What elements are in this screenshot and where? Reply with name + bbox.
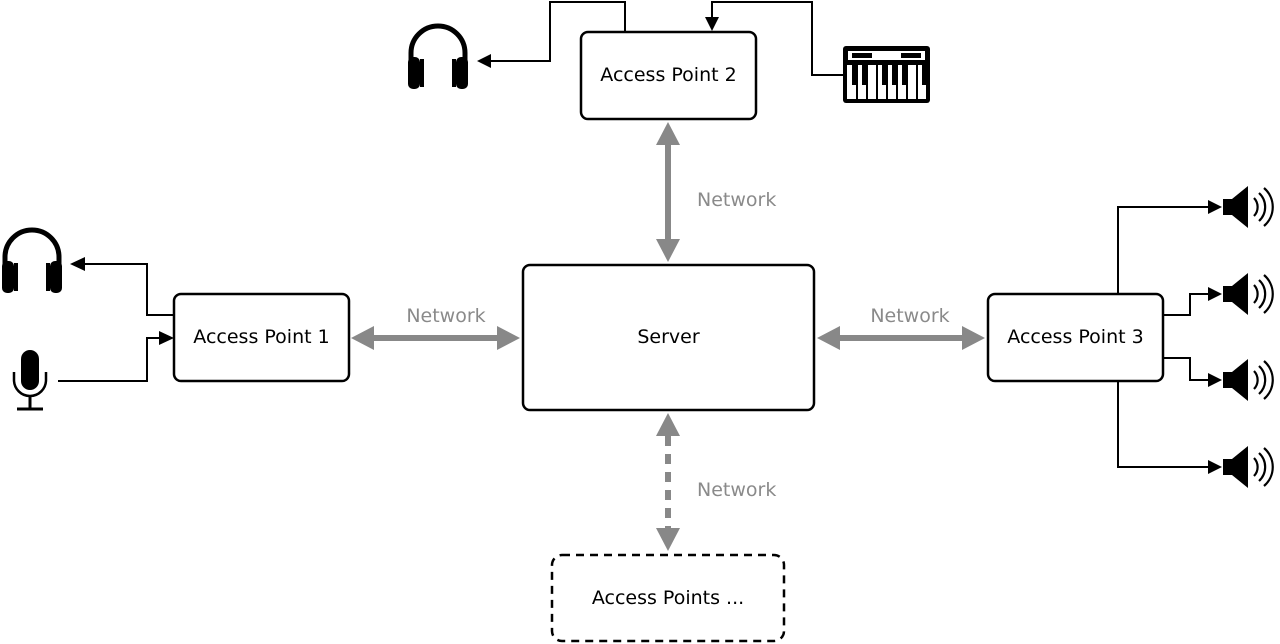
headphones-icon bbox=[408, 26, 468, 89]
access-points-more-node: Access Points ... bbox=[550, 553, 786, 643]
link-right bbox=[817, 326, 985, 350]
access-point-1-label: Access Point 1 bbox=[193, 326, 329, 348]
headphones-icon bbox=[2, 230, 62, 293]
server-label: Server bbox=[637, 326, 699, 348]
access-point-3-node: Access Point 3 bbox=[986, 292, 1165, 383]
device-wires bbox=[58, 1, 1222, 474]
speaker-icon bbox=[1221, 357, 1274, 403]
access-points-more-label: Access Points ... bbox=[592, 587, 744, 609]
speaker-icon bbox=[1221, 444, 1274, 490]
speaker-icon bbox=[1221, 184, 1274, 230]
link-left bbox=[351, 326, 520, 350]
access-point-3-label: Access Point 3 bbox=[1007, 326, 1143, 348]
access-point-2-node: Access Point 2 bbox=[579, 30, 758, 121]
keyboard-icon bbox=[843, 46, 930, 103]
link-label-top: Network bbox=[697, 189, 776, 211]
link-label-bottom: Network bbox=[697, 479, 776, 501]
access-point-1-node: Access Point 1 bbox=[172, 292, 351, 383]
link-bottom bbox=[656, 413, 680, 551]
speaker-icon bbox=[1221, 271, 1274, 317]
link-label-left: Network bbox=[406, 305, 485, 327]
link-top bbox=[656, 122, 680, 262]
access-point-2-label: Access Point 2 bbox=[600, 64, 736, 86]
microphone-icon bbox=[12, 350, 48, 411]
server-node: Server bbox=[521, 263, 816, 412]
link-label-right: Network bbox=[870, 305, 949, 327]
